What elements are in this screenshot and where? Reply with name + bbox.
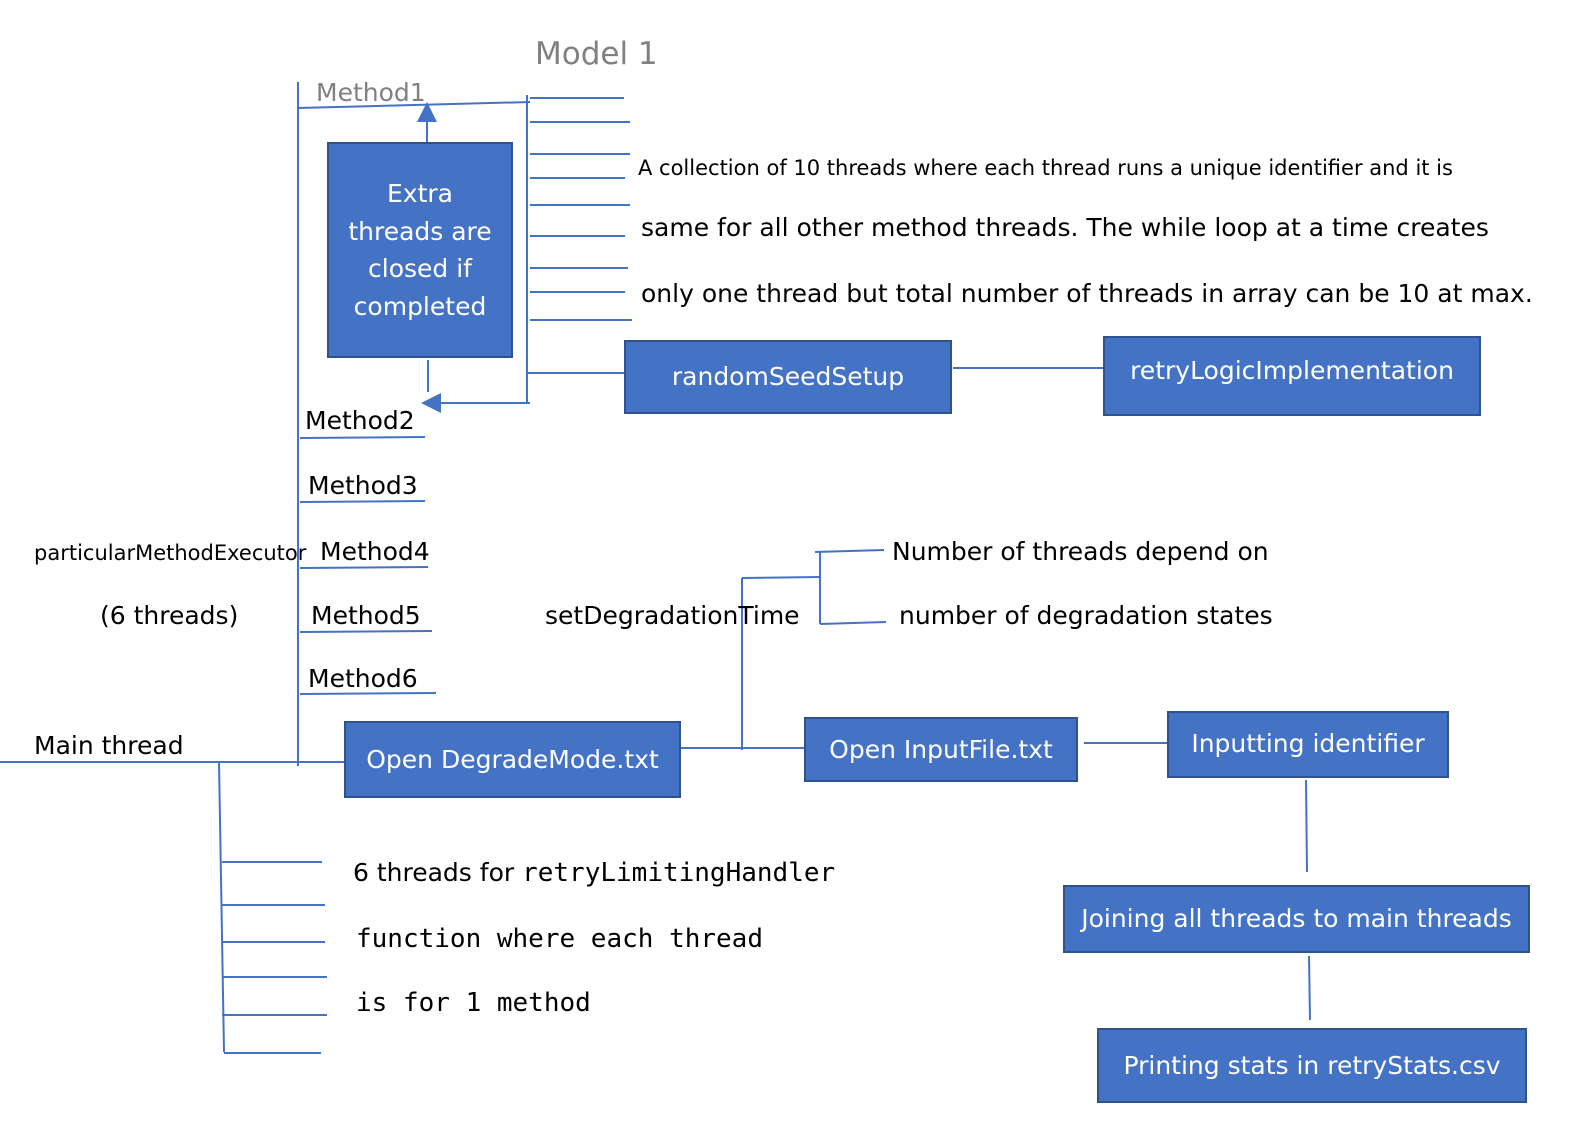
inputting-identifier-label: Inputting identifier [1191,729,1425,758]
collection-note-line-3: only one thread but total number of thre… [641,279,1533,308]
joining-threads-label: Joining all threads to main threads [1081,904,1512,934]
collection-note-line-1: A collection of 10 threads where each th… [638,156,1453,180]
retry-note-line-3: is for 1 method [356,988,591,1018]
main-thread-label: Main thread [34,731,184,760]
executor-thread-count: (6 threads) [100,601,239,630]
set-degradation-time-label: setDegradationTime [545,601,800,630]
open-input-file-box: Open InputFile.txt [804,717,1078,782]
method-label-1: Method1 [316,78,426,107]
executor-name: particularMethodExecutor [34,541,307,565]
extra-threads-text: Extra threads are closed if completed [348,179,492,321]
extra-threads-box: Extra threads are closed if completed [327,142,513,358]
method-label-4: Method4 [320,537,430,566]
printing-stats-box: Printing stats in retryStats.csv [1097,1028,1527,1103]
degradation-note-line-1: Number of threads depend on [892,537,1269,566]
joining-threads-box: Joining all threads to main threads [1063,885,1530,953]
random-seed-setup-label: randomSeedSetup [671,362,905,392]
method-label-3: Method3 [308,471,418,500]
degradation-note-line-2: number of degradation states [899,601,1273,630]
diagram-title: Model 1 [535,36,658,72]
collection-note-line-2: same for all other method threads. The w… [641,213,1489,242]
retry-note-line-2: function where each thread [356,924,763,954]
open-degrade-mode-box: Open DegradeMode.txt [344,721,681,798]
random-seed-setup-box: randomSeedSetup [624,340,952,414]
method-label-6: Method6 [308,664,418,693]
retry-note-function-name: retryLimitingHandler [522,858,836,888]
open-degrade-mode-label: Open DegradeMode.txt [366,744,659,774]
retry-logic-box: retryLogicImplementation [1103,336,1481,416]
retry-logic-label: retryLogicImplementation [1130,356,1454,385]
retry-note-prefix: 6 threads for [353,858,523,887]
open-input-file-label: Open InputFile.txt [829,734,1053,764]
retry-note-line-1: 6 threads for retryLimitingHandler [353,858,835,888]
printing-stats-label: Printing stats in retryStats.csv [1123,1050,1501,1080]
method-label-2: Method2 [305,406,415,435]
inputting-identifier-box: Inputting identifier [1167,711,1449,778]
method-label-5: Method5 [311,601,421,630]
